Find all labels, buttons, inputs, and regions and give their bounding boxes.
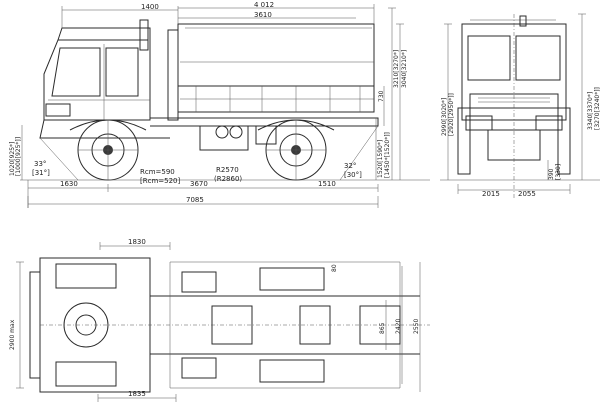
air-intake [139, 19, 149, 51]
dim-3610: 3610 [254, 11, 272, 19]
turning-radius-r2570: R2570 [216, 166, 239, 174]
dim-2920: [2920[2950*]] [448, 93, 455, 136]
dim-2550: 2550 [413, 319, 420, 334]
spare-wheel-carrier [167, 29, 179, 121]
dim-4012: 4 012 [254, 1, 274, 9]
cab-outline [43, 27, 151, 121]
dim-865: 865 [379, 322, 386, 334]
frame-rail [150, 117, 379, 127]
dim-1830: 1830 [128, 238, 146, 246]
rear-axle-tire-top [259, 267, 325, 291]
turning-radius-cm-alt: [Rcm=520] [140, 177, 180, 185]
dim-1510: 1510 [318, 180, 336, 188]
departure-angle: 32° [344, 162, 356, 170]
front-tire-right [557, 107, 571, 175]
dim-3210: 3210[3270*] [393, 50, 400, 88]
tarp-cover [177, 23, 375, 87]
dim-2990: 2990[3020*] [441, 98, 448, 136]
turning-radius-r2860: (R2860) [214, 175, 242, 183]
dim-2015: 2015 [482, 190, 500, 198]
dim-3040: 3040[3210*] [401, 50, 408, 88]
dim-2900: 2900 max [9, 319, 16, 350]
dim-1000: [1000[925*]] [15, 137, 22, 176]
cab-door-window [105, 47, 139, 97]
turning-radius-cm: Rcm=590 [140, 168, 175, 176]
dim-1520: 1520[1590*] [377, 140, 384, 178]
approach-angle: 33° [34, 160, 46, 168]
dim-1835: 1835 [128, 390, 146, 398]
dim-80: 80 [331, 264, 338, 272]
front-view: 2015 2055 2990[3020*] [2920[2950*]] 3340… [440, 13, 601, 200]
top-view: 1830 1835 80 2900 max 865 2420 2550 [9, 238, 430, 402]
dim-3670: 3670 [190, 180, 208, 188]
dim-1630: 1630 [60, 180, 78, 188]
top-bumper [29, 271, 41, 379]
dim-1020: 1020[925*] [9, 142, 16, 176]
dim-3270: [3270[3240*]] [594, 87, 601, 130]
dim-330: [330] [555, 164, 562, 180]
front-wheel [77, 119, 139, 181]
top-frame-rails [150, 295, 420, 355]
headlight-block [45, 103, 71, 117]
side-view: 1400 4 012 3610 1630 3670 1510 7085 730 … [9, 1, 430, 208]
rear-wheel [265, 119, 327, 181]
dim-730: 730 [378, 90, 385, 102]
dim-2420: 2420 [395, 319, 402, 334]
front-cab [461, 23, 567, 121]
dim-390: 390 [548, 168, 555, 180]
cargo-outline [169, 261, 401, 389]
approach-angle-alt: [31°] [32, 169, 50, 177]
front-tire-left [457, 107, 471, 175]
cab-window [51, 47, 101, 97]
departure-angle-alt: [30°] [344, 171, 362, 179]
dim-7085: 7085 [186, 196, 204, 204]
rear-axle-tire-bottom [259, 359, 325, 383]
battery-box [255, 125, 277, 145]
dim-1400: 1400 [141, 3, 159, 11]
dim-3340: 3340[3370*] [587, 92, 594, 130]
dim-2055: 2055 [518, 190, 536, 198]
dim-1450: [1450*[1520*]] [384, 132, 391, 178]
